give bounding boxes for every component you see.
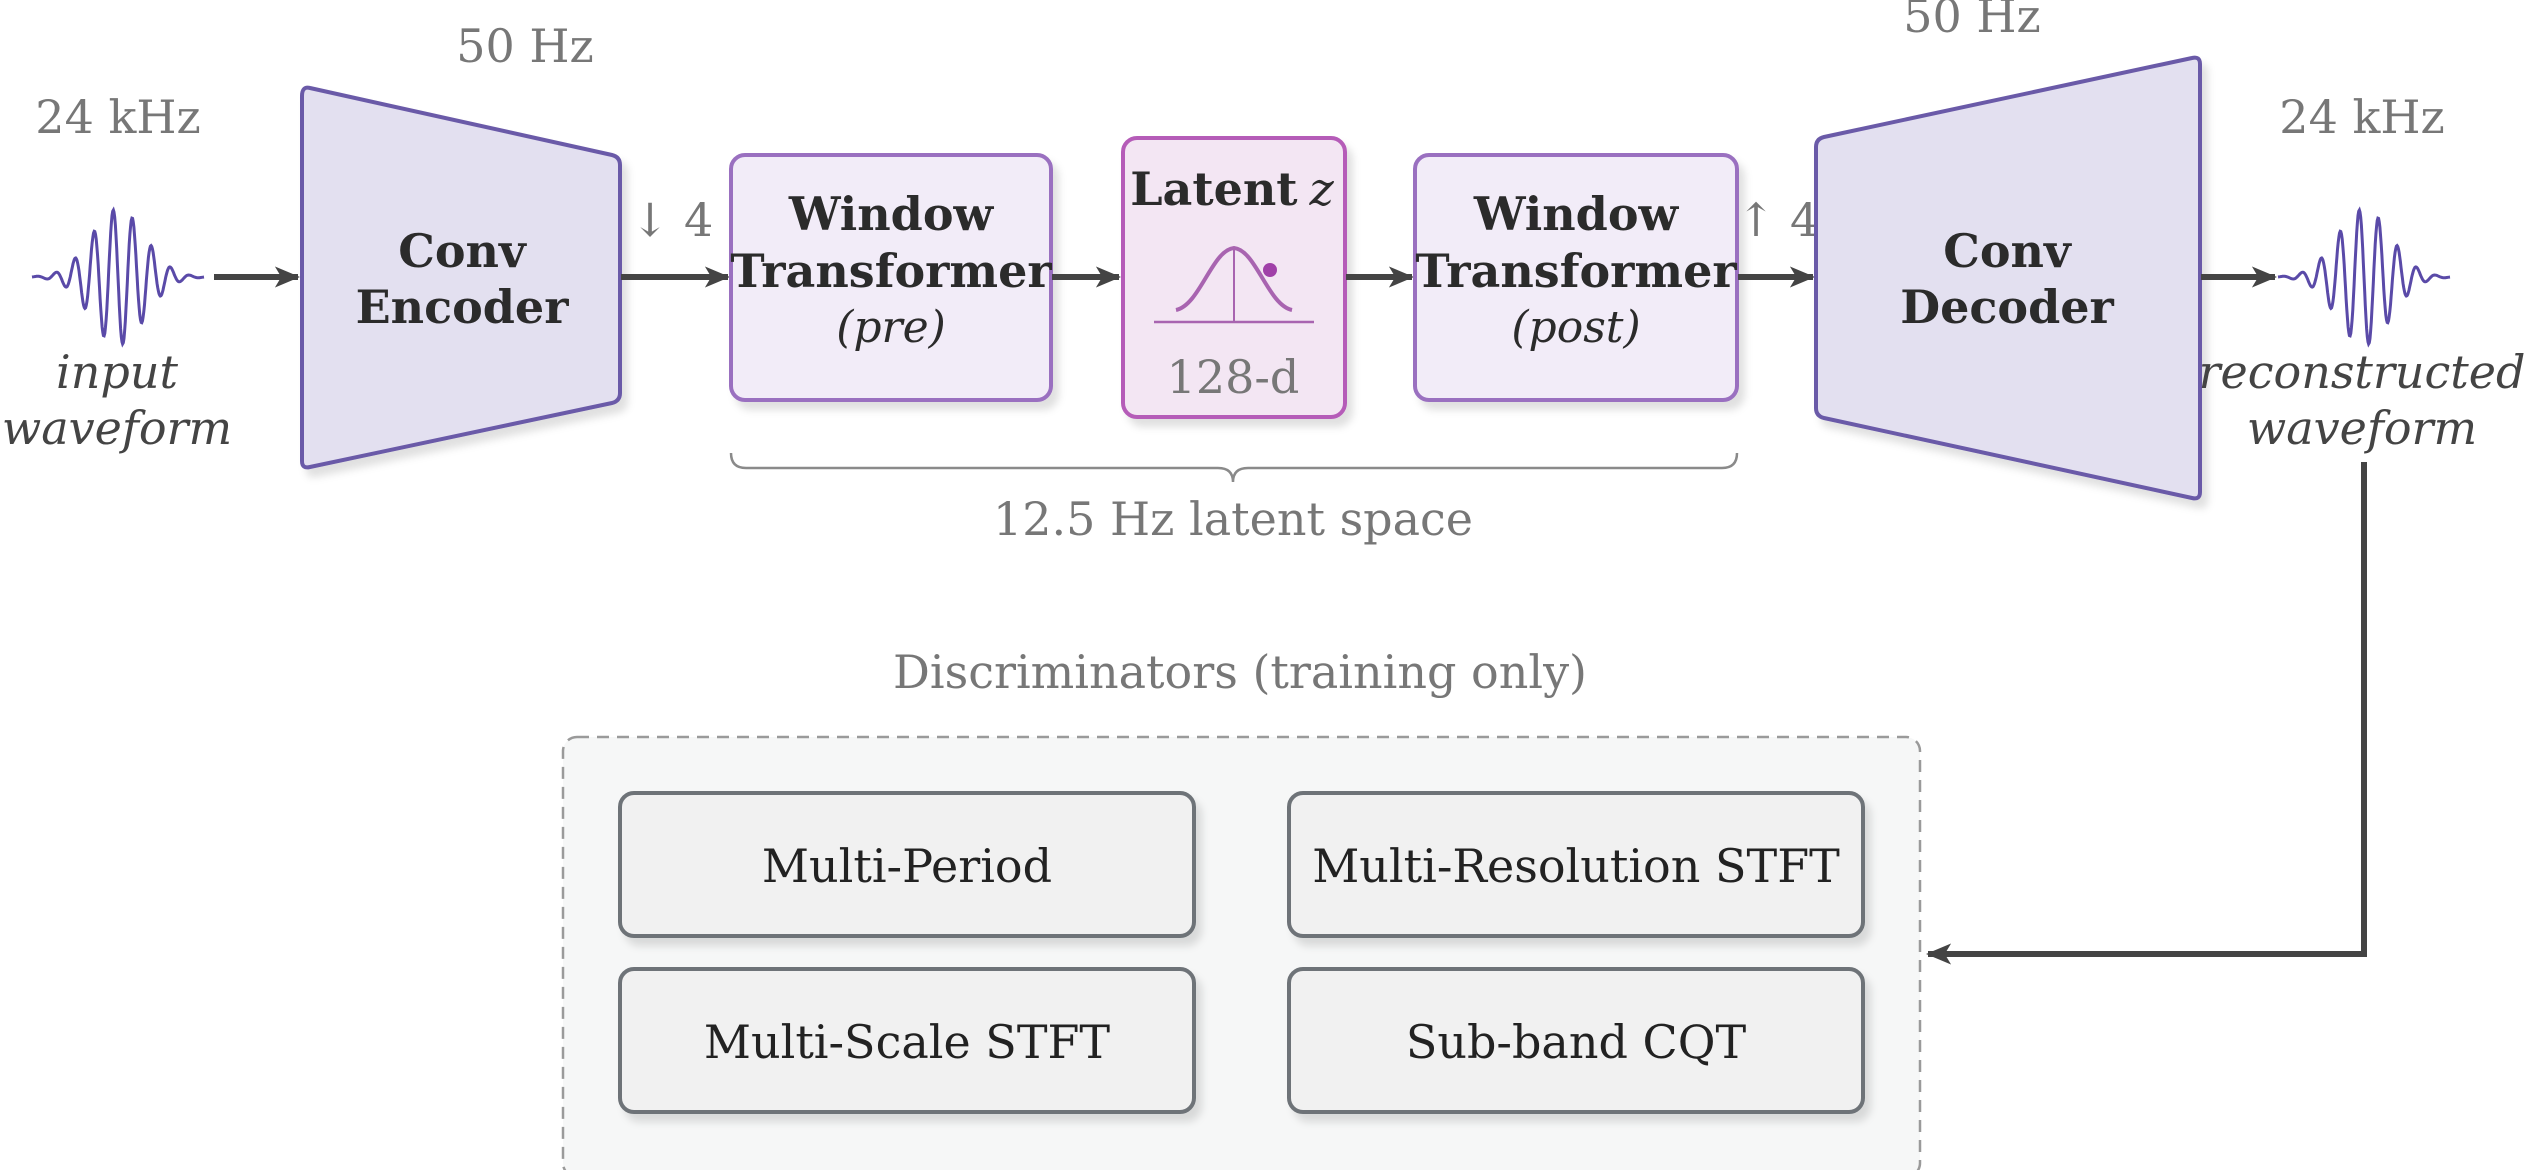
window-transformer-pre-block xyxy=(729,153,1053,402)
latent-space-brace xyxy=(729,452,1739,483)
discriminator-sub-band-cqt: Sub-band CQT xyxy=(1287,967,1865,1114)
discriminator-multi-period: Multi-Period xyxy=(618,791,1196,938)
gaussian-distribution-icon xyxy=(1154,245,1314,324)
discriminator-label: Multi-Period xyxy=(762,839,1052,893)
input-label-line1: input xyxy=(56,345,178,399)
pre-label-line3: (pre) xyxy=(836,302,946,353)
encoder-label-line1: Conv xyxy=(398,224,527,278)
post-label-line1: Window xyxy=(1473,187,1680,241)
conv-encoder-block xyxy=(300,85,622,470)
latent-space-label: 12.5 Hz latent space xyxy=(993,492,1473,546)
discriminator-multi-scale-stft: Multi-Scale STFT xyxy=(618,967,1196,1114)
output-label-line2: waveform xyxy=(2247,401,2477,455)
decoder-label-line1: Conv xyxy=(1943,224,2072,278)
encoder-frame-rate: 50 Hz xyxy=(456,19,594,73)
latent-dimension: 128-d xyxy=(1167,350,1300,404)
reconstructed-waveform-icon xyxy=(2277,206,2451,348)
input-label-line2: waveform xyxy=(2,401,232,455)
discriminator-multi-resolution-stft: Multi-Resolution STFT xyxy=(1287,791,1865,938)
discriminator-label: Multi-Scale STFT xyxy=(704,1015,1111,1069)
pre-label-line1: Window xyxy=(788,187,995,241)
upsample-label: ↑ 4 xyxy=(1737,193,1819,247)
discriminator-label: Multi-Resolution STFT xyxy=(1312,839,1840,893)
pre-label-line2: Transformer xyxy=(730,244,1052,298)
output-sample-rate: 24 kHz xyxy=(2279,90,2444,144)
discriminator-label: Sub-band CQT xyxy=(1406,1015,1747,1069)
decoder-label-line2: Decoder xyxy=(1900,280,2114,334)
discriminators-title: Discriminators (training only) xyxy=(893,645,1587,699)
input-waveform-icon xyxy=(31,206,205,348)
post-label-line2: Transformer xyxy=(1415,244,1737,298)
latent-title-word: Latent xyxy=(1130,162,1298,216)
encoder-label-line2: Encoder xyxy=(356,280,570,334)
latent-symbol: z xyxy=(1309,162,1335,216)
post-label-line3: (post) xyxy=(1511,302,1640,353)
input-sample-rate: 24 kHz xyxy=(35,90,200,144)
decoder-frame-rate: 50 Hz xyxy=(1903,0,2041,43)
arrow-output-to-discriminators xyxy=(1925,462,2367,965)
conv-decoder-block xyxy=(1814,55,2202,501)
downsample-label: ↓ 4 xyxy=(631,193,713,247)
output-label-line1: reconstructed xyxy=(2199,345,2525,399)
window-transformer-post-block xyxy=(1413,153,1739,402)
